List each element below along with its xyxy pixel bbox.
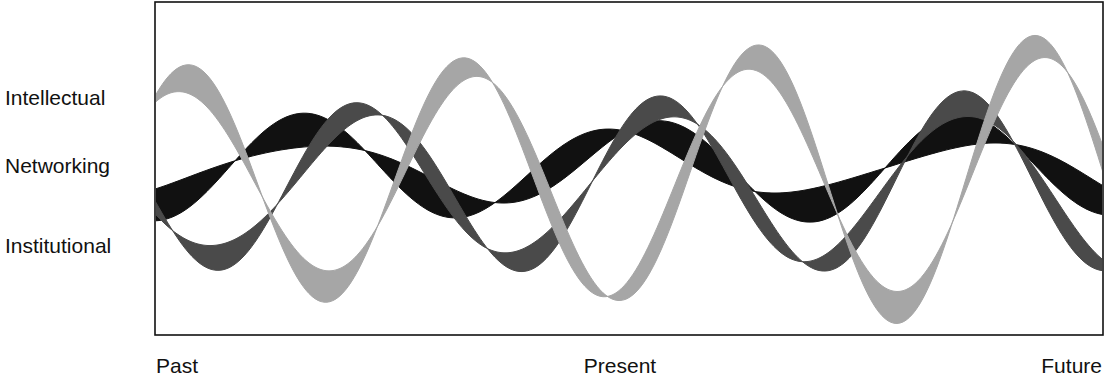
time-label: Future bbox=[1041, 354, 1102, 377]
time-label: Past bbox=[156, 354, 198, 377]
ribbon-group bbox=[156, 35, 1102, 323]
light-grey-ribbon bbox=[156, 35, 1102, 323]
axis-label: Institutional bbox=[5, 234, 111, 257]
axis-label: Intellectual bbox=[5, 86, 105, 109]
time-label: Present bbox=[584, 354, 656, 377]
axis-label: Networking bbox=[5, 154, 110, 177]
dark-grey-ribbon bbox=[156, 91, 1102, 272]
frame-border bbox=[155, 2, 1103, 335]
